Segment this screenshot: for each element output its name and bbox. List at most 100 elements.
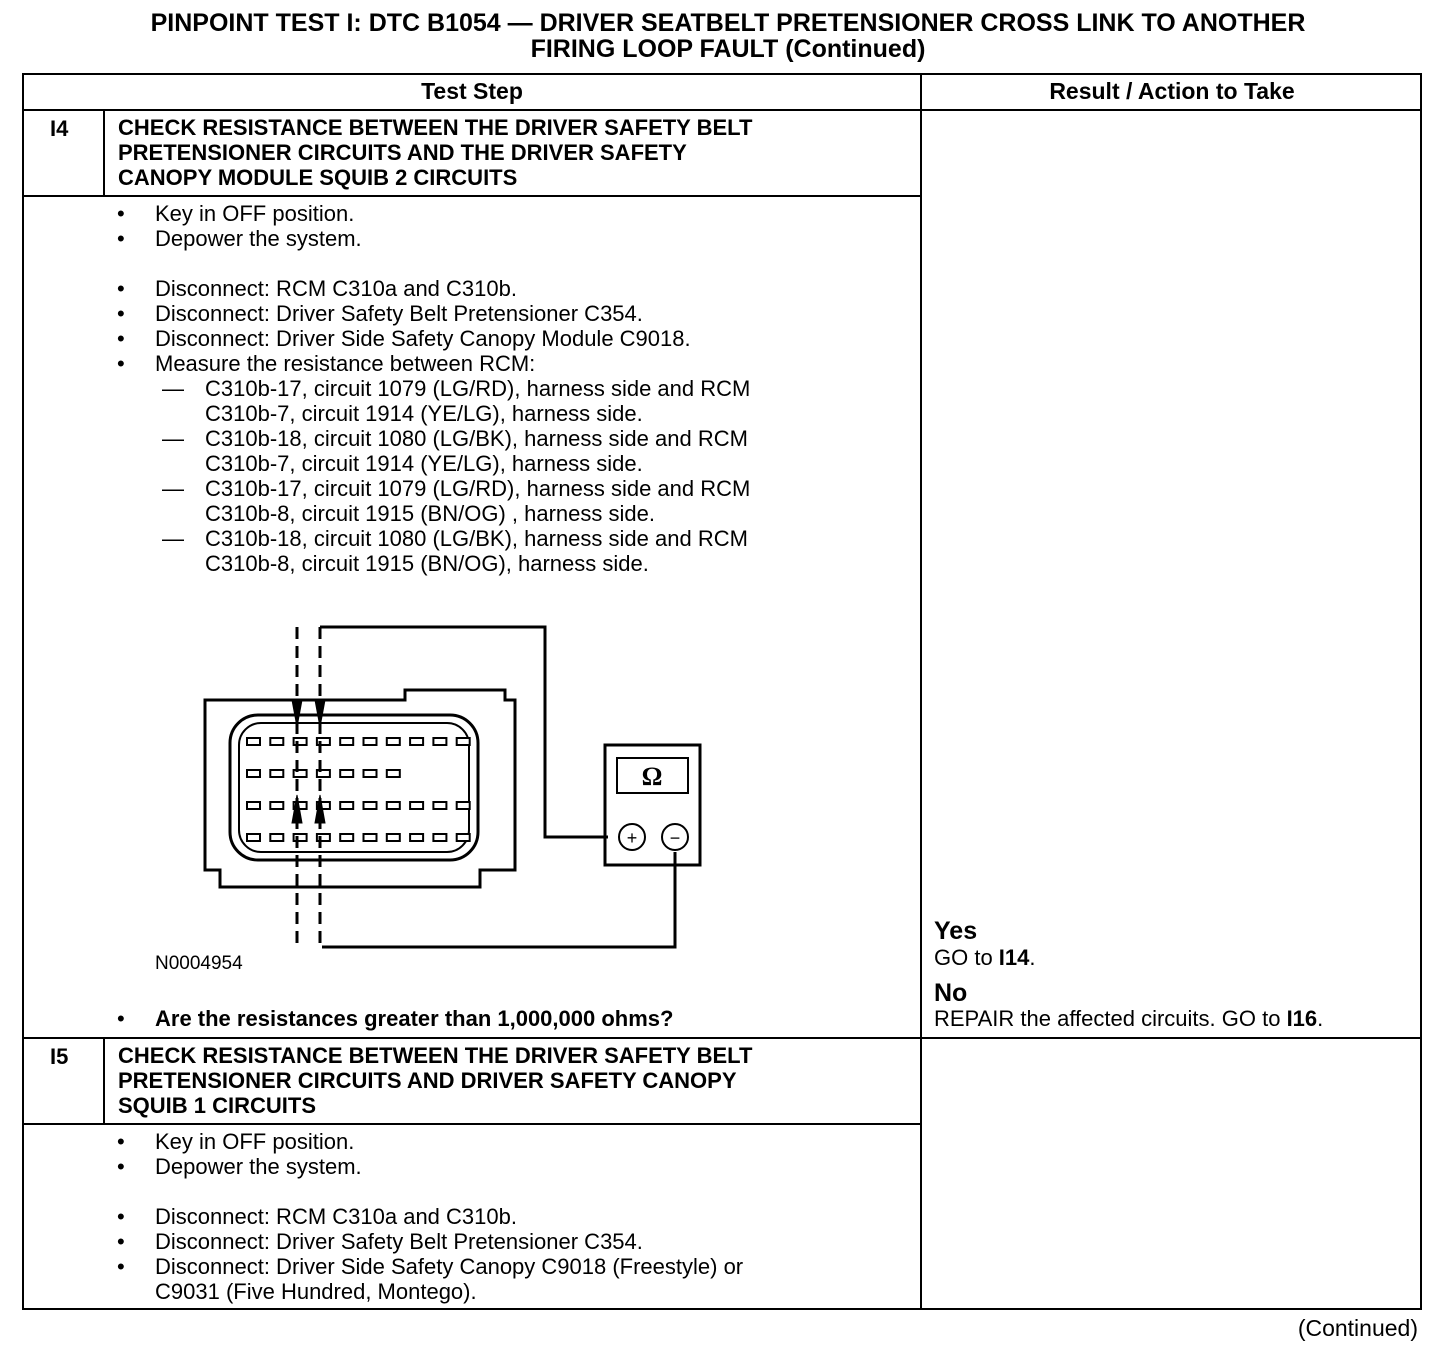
instruction-item: Depower the system. [155, 226, 362, 251]
instruction-item: Disconnect: Driver Safety Belt Pretensio… [155, 1229, 643, 1254]
instruction-item: Measure the resistance between RCM: [155, 351, 536, 376]
bullet-icon: • [117, 326, 125, 351]
step-title-line: CHECK RESISTANCE BETWEEN THE DRIVER SAFE… [118, 115, 753, 140]
connector-pin [246, 737, 261, 746]
connector-pin [246, 801, 261, 810]
instruction-item: Disconnect: RCM C310a and C310b. [155, 1204, 517, 1229]
connector-pin [432, 801, 448, 810]
connector-pin [246, 833, 261, 842]
instruction-item: Disconnect: Driver Safety Belt Pretensio… [155, 301, 643, 326]
no-label: No [934, 979, 968, 1007]
ohmmeter-illustration: Ω + − [603, 743, 702, 867]
measurement-item: C310b-17, circuit 1079 (LG/RD), harness … [205, 376, 751, 401]
bullet-icon: • [117, 301, 125, 326]
instruction-item: Key in OFF position. [155, 201, 355, 226]
measurement-item: C310b-8, circuit 1915 (BN/OG), harness s… [205, 551, 649, 576]
bullet-icon: • [117, 1154, 125, 1179]
positive-terminal-icon: + [627, 828, 638, 848]
i5-title-divider [22, 1123, 922, 1125]
connector-pin [385, 769, 401, 778]
connector-pin [339, 833, 355, 842]
step-title-line: CHECK RESISTANCE BETWEEN THE DRIVER SAFE… [118, 1043, 753, 1068]
connector-pin [362, 737, 378, 746]
connector-pin [292, 737, 308, 746]
yes-action-text: GO to [934, 945, 999, 970]
connector-pin [432, 737, 448, 746]
measurement-item: C310b-18, circuit 1080 (LG/BK), harness … [205, 526, 748, 551]
step-title-line: CANOPY MODULE SQUIB 2 CIRCUITS [118, 165, 518, 190]
bullet-icon: • [117, 351, 125, 376]
instruction-item-continued: C9031 (Five Hundred, Montego). [155, 1279, 477, 1304]
connector-pin [292, 801, 308, 810]
connector-pin [385, 833, 401, 842]
column-header-test-step: Test Step [421, 78, 523, 104]
connector-pin [269, 833, 285, 842]
connector-pin [315, 737, 331, 746]
yes-action-suffix: . [1029, 945, 1036, 970]
bullet-icon: • [117, 1006, 125, 1031]
table-right-border [1420, 73, 1422, 1310]
measurement-item: C310b-7, circuit 1914 (YE/LG), harness s… [205, 401, 643, 426]
instruction-item: Disconnect: RCM C310a and C310b. [155, 276, 517, 301]
connector-pin [339, 801, 355, 810]
table-left-border [22, 73, 24, 1310]
connector-pin [269, 769, 285, 778]
measurement-item: C310b-7, circuit 1914 (YE/LG), harness s… [205, 451, 643, 476]
connector-pin [315, 801, 331, 810]
page-title-line-2: FIRING LOOP FAULT (Continued) [530, 35, 926, 63]
connector-pin [385, 737, 401, 746]
connector-pin [455, 737, 471, 746]
figure-id: N0004954 [155, 953, 243, 974]
rcm-connector-illustration [203, 688, 517, 889]
connector-pin [455, 833, 471, 842]
dash-icon: — [162, 426, 184, 451]
yes-label: Yes [934, 917, 978, 945]
connector-pin [409, 801, 425, 810]
bullet-icon: • [117, 1129, 125, 1154]
probe-guides [295, 627, 322, 947]
instruction-item: Key in OFF position. [155, 1129, 355, 1154]
table-top-border [22, 73, 1422, 75]
measurement-item: C310b-8, circuit 1915 (BN/OG) , harness … [205, 501, 655, 526]
connector-pin [409, 737, 425, 746]
connector-pin-rows [246, 737, 471, 842]
connector-pin [339, 769, 355, 778]
i4-title-divider [22, 195, 922, 197]
no-action-text: REPAIR the affected circuits. GO to [934, 1006, 1287, 1031]
step-id: I4 [50, 116, 69, 141]
table-column-divider [920, 73, 922, 1310]
probe-wires [320, 625, 677, 949]
step-title-line: PRETENSIONER CIRCUITS AND THE DRIVER SAF… [118, 140, 687, 165]
step-id: I5 [50, 1044, 69, 1069]
connector-pin [292, 833, 308, 842]
page-title-line-1: PINPOINT TEST I: DTC B1054 — DRIVER SEAT… [150, 9, 1306, 37]
instruction-item: Depower the system. [155, 1154, 362, 1179]
continued-note: (Continued) [1297, 1315, 1418, 1341]
connector-pin [292, 769, 308, 778]
connector-pin [269, 737, 285, 746]
table-bottom-border [22, 1308, 1422, 1310]
i5-id-divider [103, 1037, 105, 1125]
measurement-item: C310b-18, circuit 1080 (LG/BK), harness … [205, 426, 748, 451]
yes-action: GO to I14. [934, 945, 1036, 970]
connector-pin [362, 833, 378, 842]
connector-pin [246, 769, 261, 778]
connector-pin [269, 801, 285, 810]
step-title-line: SQUIB 1 CIRCUITS [118, 1093, 317, 1118]
i4-id-divider [103, 109, 105, 197]
no-action: REPAIR the affected circuits. GO to I16. [934, 1006, 1323, 1031]
connector-pin [385, 801, 401, 810]
step-title-line: PRETENSIONER CIRCUITS AND DRIVER SAFETY … [118, 1068, 737, 1093]
step-title: CHECK RESISTANCE BETWEEN THE DRIVER SAFE… [118, 1043, 908, 1118]
bullet-icon: • [117, 1229, 125, 1254]
connector-pin [315, 833, 331, 842]
column-header-result-action: Result / Action to Take [1049, 78, 1295, 104]
connector-pin [362, 801, 378, 810]
bullet-icon: • [117, 1254, 125, 1279]
no-target-step: I16 [1286, 1006, 1318, 1031]
bullet-icon: • [117, 276, 125, 301]
probe-arrows [291, 699, 326, 824]
connector-pin [432, 833, 448, 842]
ohm-symbol-label: Ω [642, 762, 663, 791]
connector-pin [362, 769, 378, 778]
